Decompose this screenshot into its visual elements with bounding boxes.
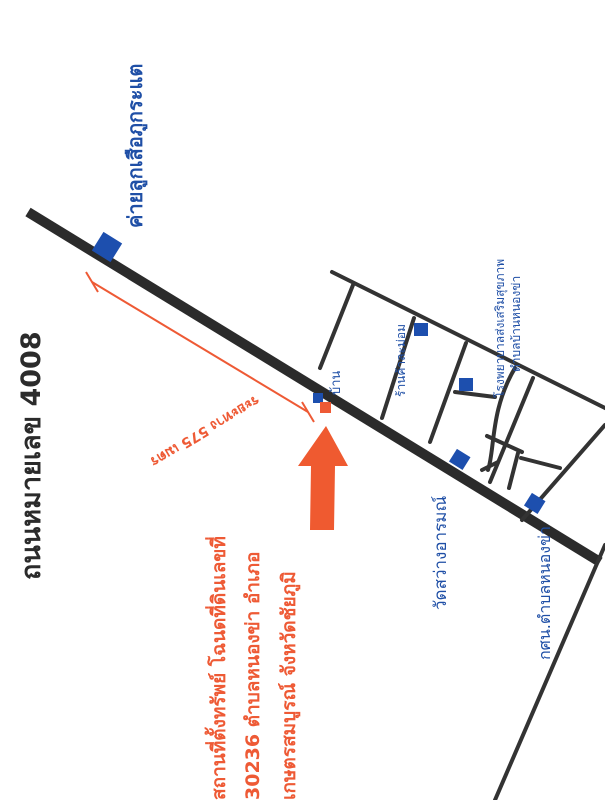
street-3 (428, 341, 468, 444)
hospital-label-line1: โรงพยาบาลส่งเสริมสุขภาพ (493, 259, 508, 398)
street-branch-4 (519, 456, 562, 470)
street-curve (486, 366, 517, 472)
house-marker-red (320, 402, 331, 413)
distance-bracket (85, 271, 315, 423)
street-top-horizontal (330, 270, 605, 410)
street-2 (380, 316, 416, 420)
road-label: ถนนหมายเลข 4008 (16, 331, 47, 580)
street-branch-3 (507, 451, 520, 490)
street-branch-2 (485, 434, 524, 454)
highway-4008 (25, 207, 603, 567)
property-line-2: 30236 ตำบลหนองข่า อำเภอ (242, 552, 264, 800)
location-arrow-icon (298, 426, 348, 530)
library-marker (523, 492, 546, 515)
camp-label: ค่ายลูกเสือภูกระแต (123, 64, 149, 228)
hospital-marker (459, 378, 473, 391)
temple-marker (448, 448, 471, 471)
camp-marker (91, 231, 123, 263)
house-label: บ้าน (329, 370, 344, 395)
street-branch-5 (480, 460, 500, 472)
property-line-1: สถานที่ตั้งทรัพย์ โฉนดที่ดินเลขที่ (204, 536, 230, 800)
library-label: กศน.ตำบลหนองข่า (535, 526, 554, 660)
street-lower-long (493, 543, 605, 800)
property-line-3: เกษตรสมบูรณ์ จังหวัดชัยภูมิ (278, 571, 301, 800)
shop-label: ร้านค้าละม่อม (394, 324, 408, 397)
street-branch-1 (453, 390, 497, 399)
hospital-label-line2: ตำบลบ้านหนองข่า (509, 276, 523, 372)
temple-label: วัดสว่างอารมณ์ (431, 496, 451, 610)
distance-label: ระยะทาง 575 เมตร (147, 392, 262, 470)
street-1 (318, 283, 355, 370)
street-4 (488, 376, 535, 484)
house-marker-blue (313, 393, 323, 403)
shop-marker (414, 323, 428, 336)
